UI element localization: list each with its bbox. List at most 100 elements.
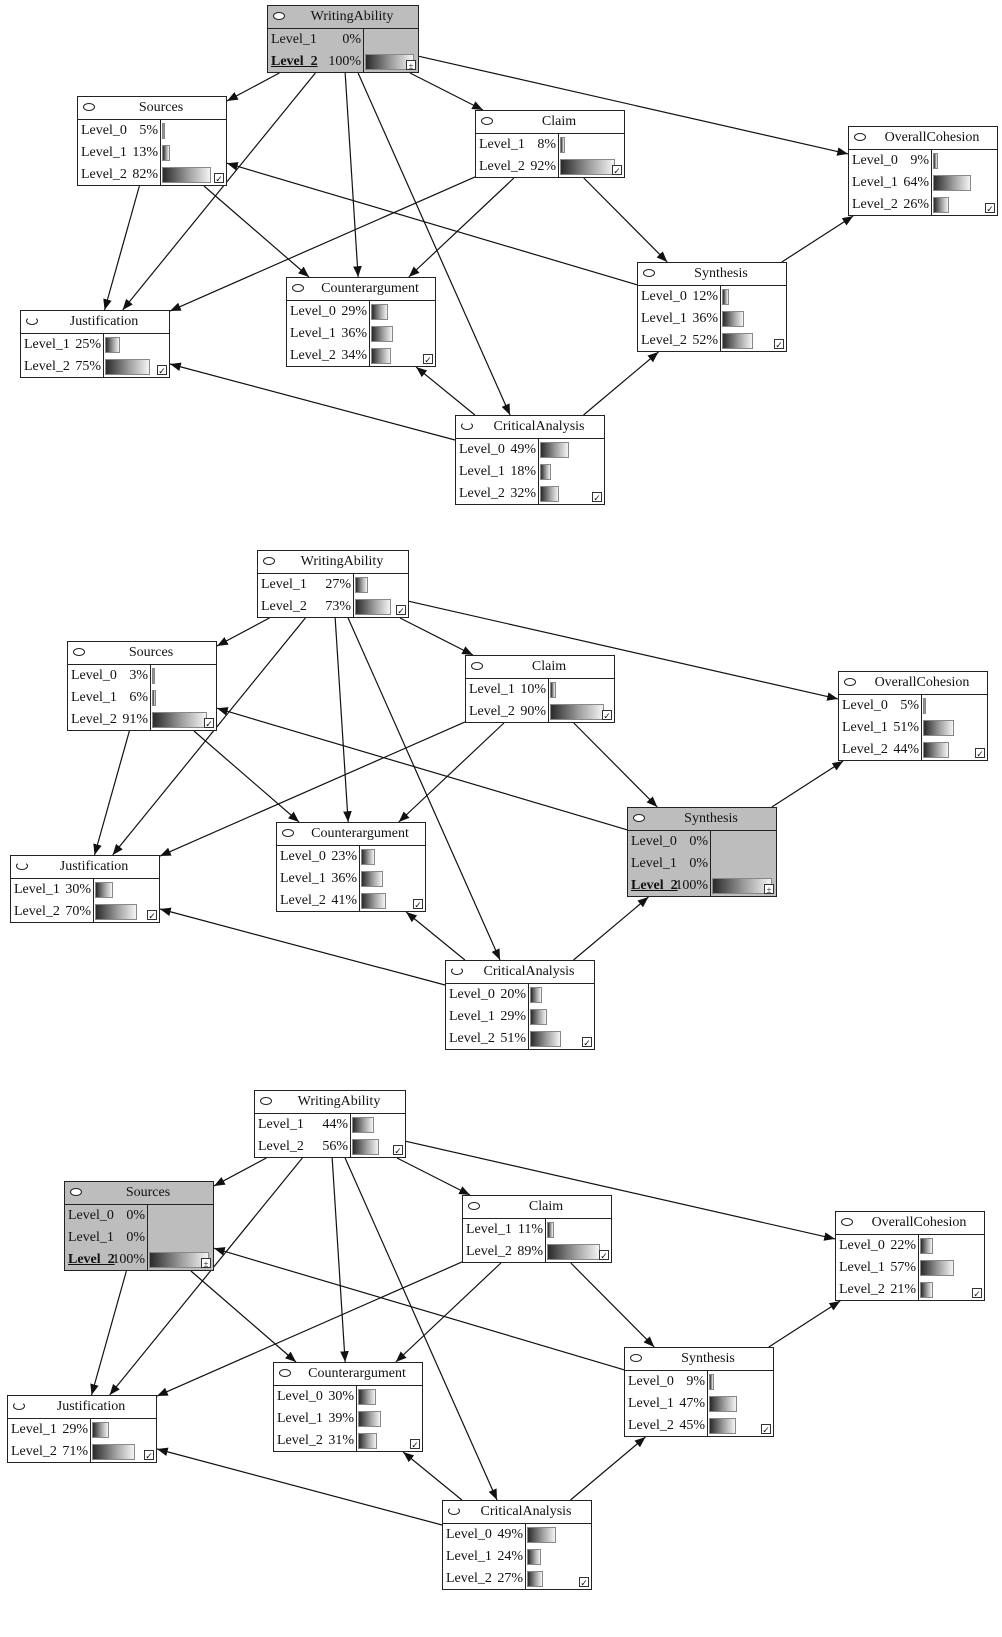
checkbox-icon[interactable]: ✓ xyxy=(592,492,602,503)
checkbox-icon[interactable]: ✓ xyxy=(612,165,622,176)
checkbox-icon[interactable]: ✓ xyxy=(157,365,167,376)
checkbox-icon[interactable]: ✓ xyxy=(599,1250,609,1261)
evidence-toggle-icon[interactable]: ± xyxy=(406,60,416,71)
checkbox-icon[interactable]: ✓ xyxy=(423,354,433,365)
evidence-toggle-icon[interactable]: ± xyxy=(764,884,774,895)
checkbox-icon[interactable]: ✓ xyxy=(204,718,214,729)
checkbox-icon[interactable]: ✓ xyxy=(579,1577,589,1588)
checkbox-icon[interactable]: ✓ xyxy=(396,605,406,616)
checkbox-icon[interactable]: ✓ xyxy=(774,339,784,350)
checkbox-icon[interactable]: ✓ xyxy=(214,173,224,184)
checkbox-icon[interactable]: ✓ xyxy=(144,1450,154,1461)
checkbox-icon[interactable]: ✓ xyxy=(582,1037,592,1048)
checkbox-icon[interactable]: ✓ xyxy=(985,203,995,214)
checkbox-icon[interactable]: ✓ xyxy=(972,1288,982,1299)
evidence-toggle-icon[interactable]: ± xyxy=(201,1258,211,1269)
checkbox-icon[interactable]: ✓ xyxy=(410,1439,420,1450)
checkbox-icon[interactable]: ✓ xyxy=(602,710,612,721)
checkbox-icon[interactable]: ✓ xyxy=(147,910,157,921)
checkbox-icon[interactable]: ✓ xyxy=(393,1145,403,1156)
